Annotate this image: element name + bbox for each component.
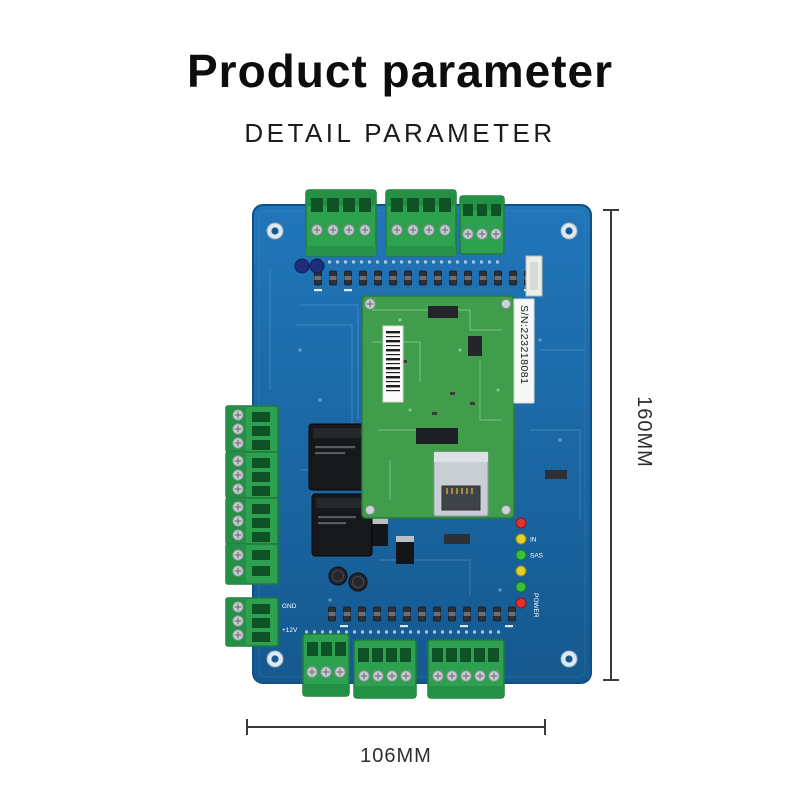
- led-label-power: POWER: [532, 593, 539, 618]
- terminal-block-left-1: [225, 405, 279, 453]
- serial-number: S/N:223218081: [518, 305, 530, 384]
- terminal-block-left-5: [225, 597, 279, 647]
- dimension-height-label: 160MM: [633, 396, 655, 468]
- page-title: Product parameter: [186, 45, 613, 97]
- terminal-block-bottom-2: [353, 639, 417, 699]
- led-yellow: [515, 565, 527, 577]
- led-green: [515, 581, 527, 593]
- ethernet-port: [433, 451, 489, 517]
- terminal-block-bottom-3: [427, 639, 505, 699]
- led-label-sas: SAS: [530, 553, 544, 560]
- terminal-block-top-3: [459, 195, 505, 255]
- page-header: Product parameter DETAIL PARAMETER: [0, 44, 800, 149]
- module-ic: [428, 306, 458, 318]
- terminal-block-left-4: [225, 543, 279, 585]
- barcode-sticker: [382, 325, 404, 403]
- terminal-block-top-1: [305, 189, 377, 257]
- led-red: [515, 517, 527, 529]
- capacitors: [294, 258, 368, 592]
- network-module-board: [361, 295, 515, 519]
- silkscreen-gnd: GND: [282, 603, 297, 610]
- serial-sticker: S/N:223218081: [513, 298, 535, 404]
- led-red: [515, 597, 527, 609]
- jst-connector: [525, 255, 543, 297]
- status-leds: IN SAS POWER: [515, 517, 544, 618]
- terminal-block-left-3: [225, 497, 279, 545]
- relay-2: [311, 493, 373, 557]
- led-label-in: IN: [530, 537, 537, 544]
- board-vias: [298, 338, 562, 602]
- controller-board: S/N:223218081 IN SAS POWER GND +12V: [225, 189, 592, 699]
- led-yellow: [515, 533, 527, 545]
- page-subtitle: DETAIL PARAMETER: [244, 118, 556, 148]
- smd-ic: [545, 470, 567, 479]
- module-ic: [468, 336, 482, 356]
- silkscreen-12v: +12V: [282, 627, 298, 634]
- led-green: [515, 549, 527, 561]
- smd-ic: [444, 534, 470, 544]
- voltage-regulators: [370, 518, 414, 564]
- dimension-width-label: 106MM: [360, 745, 432, 767]
- mounting-holes: [266, 222, 578, 668]
- relay-1: [308, 423, 372, 491]
- terminal-block-top-2: [385, 189, 457, 257]
- dimension-height: [603, 209, 619, 681]
- module-screws: [364, 298, 511, 515]
- dimension-width: [246, 719, 546, 735]
- terminal-block-left-2: [225, 451, 279, 499]
- resistor-strip-bottom: [328, 606, 516, 628]
- module-ic: [416, 428, 458, 444]
- terminal-block-bottom-1: [302, 633, 350, 697]
